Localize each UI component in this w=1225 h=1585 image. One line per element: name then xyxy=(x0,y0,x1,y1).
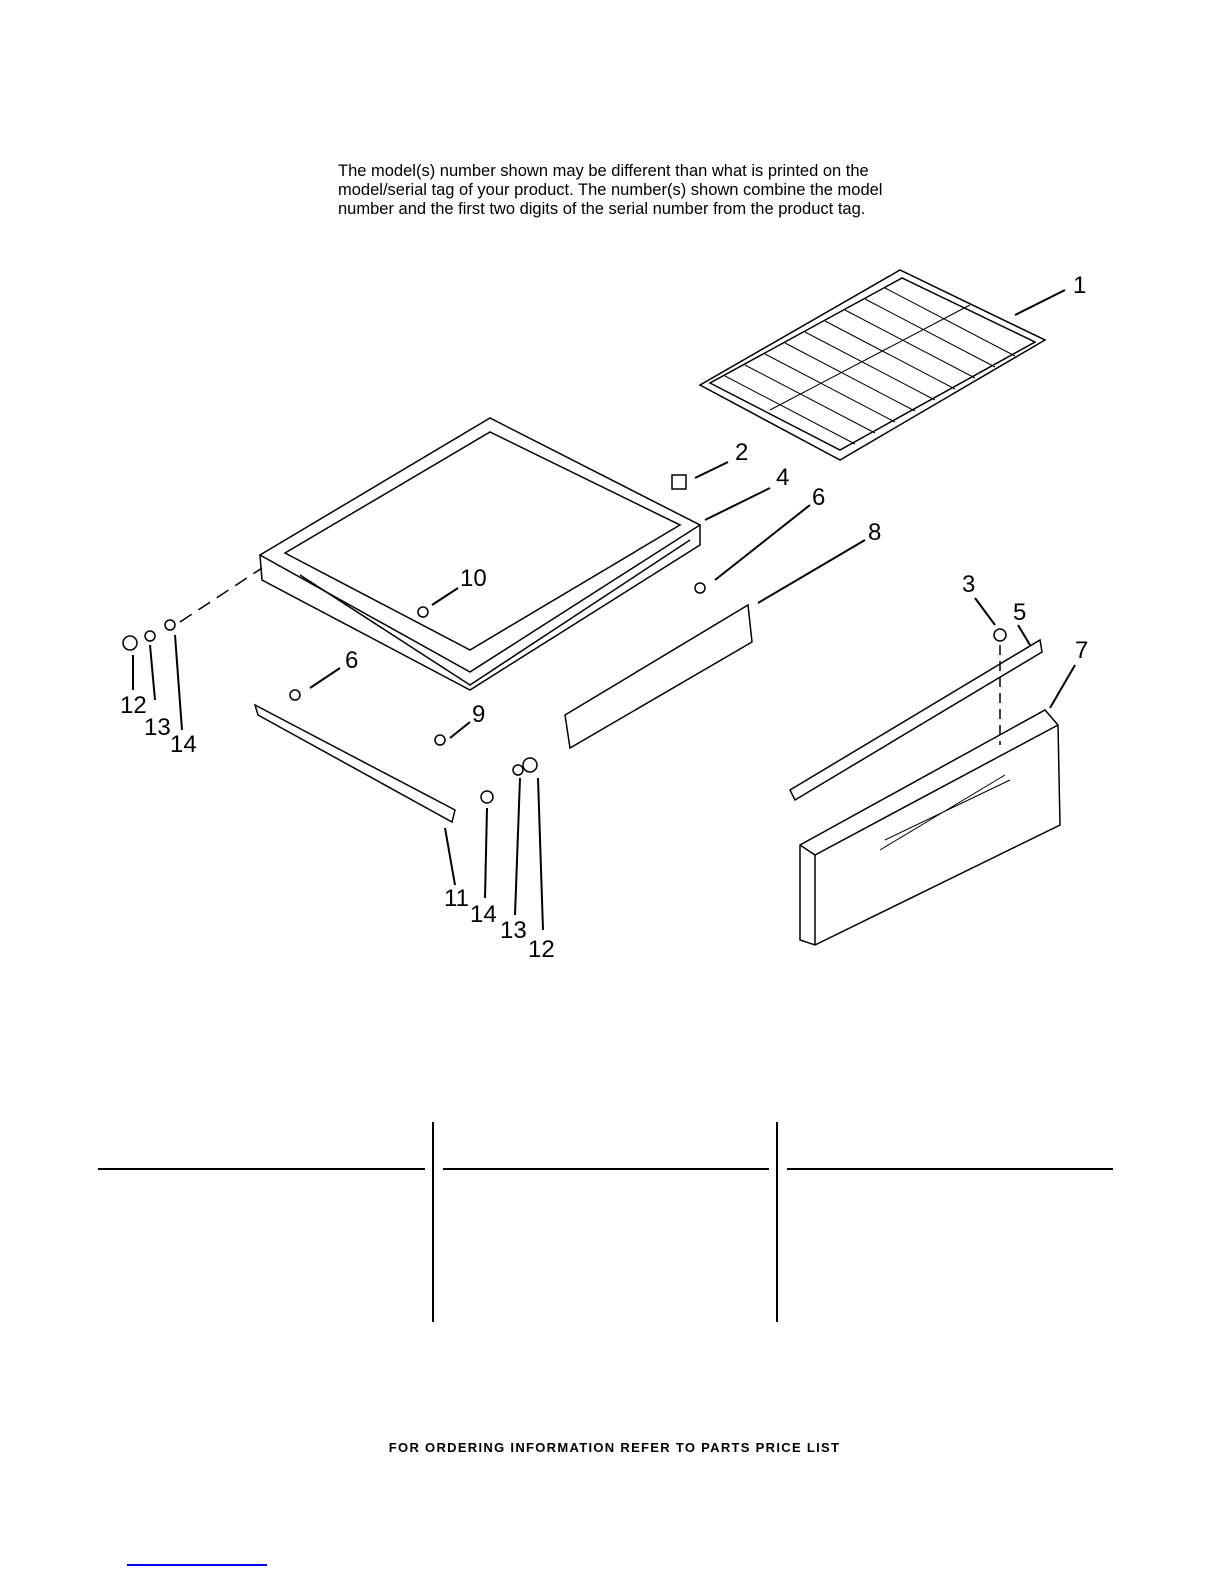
callout-6b: 6 xyxy=(345,647,358,674)
callout-1: 1 xyxy=(1073,272,1086,299)
callout-13b: 13 xyxy=(500,917,527,944)
table-divider xyxy=(432,1122,434,1322)
table-divider xyxy=(776,1122,778,1322)
callout-14: 14 xyxy=(170,731,197,758)
callout-11: 11 xyxy=(444,885,469,912)
callout-10: 10 xyxy=(460,565,487,592)
callout-12: 12 xyxy=(120,692,147,719)
bracket-part xyxy=(564,603,753,750)
callout-14b: 14 xyxy=(470,901,497,928)
hyperlink-underline[interactable] xyxy=(127,1564,267,1566)
clip-part xyxy=(671,474,687,490)
ordering-info-footer: FOR ORDERING INFORMATION REFER TO PARTS … xyxy=(0,1440,1225,1455)
footer-text: FOR ORDERING INFORMATION REFER TO PARTS … xyxy=(388,1440,841,1455)
fasteners xyxy=(122,582,1007,804)
note-line: number and the first two digits of the s… xyxy=(338,200,866,218)
note-line: The model(s) number shown may be differe… xyxy=(338,162,869,180)
callout-9: 9 xyxy=(472,701,485,728)
note-line: model/serial tag of your product. The nu… xyxy=(338,181,883,199)
trim-part xyxy=(789,638,1043,802)
callout-5: 5 xyxy=(1013,599,1026,626)
table-rule xyxy=(787,1168,1113,1170)
table-rule xyxy=(98,1168,425,1170)
callout-12b: 12 xyxy=(528,936,555,963)
callout-8: 8 xyxy=(868,519,881,546)
drawer-front-part xyxy=(799,709,1061,946)
callout-6: 6 xyxy=(812,484,825,511)
callout-2: 2 xyxy=(735,439,748,466)
table-rule xyxy=(443,1168,769,1170)
callout-4: 4 xyxy=(776,464,789,491)
slide-part xyxy=(253,703,456,824)
callout-3: 3 xyxy=(962,571,975,598)
leader-lines xyxy=(132,289,1076,931)
oven-rack-part xyxy=(698,269,1047,461)
drawer-pan-part xyxy=(258,417,702,691)
callout-13: 13 xyxy=(144,714,171,741)
callout-labels: 1 2 4 6 8 10 3 5 7 6 9 12 13 14 11 14 13… xyxy=(120,272,1088,963)
callout-7: 7 xyxy=(1075,637,1088,664)
model-number-note: The model(s) number shown may be differe… xyxy=(338,162,978,219)
